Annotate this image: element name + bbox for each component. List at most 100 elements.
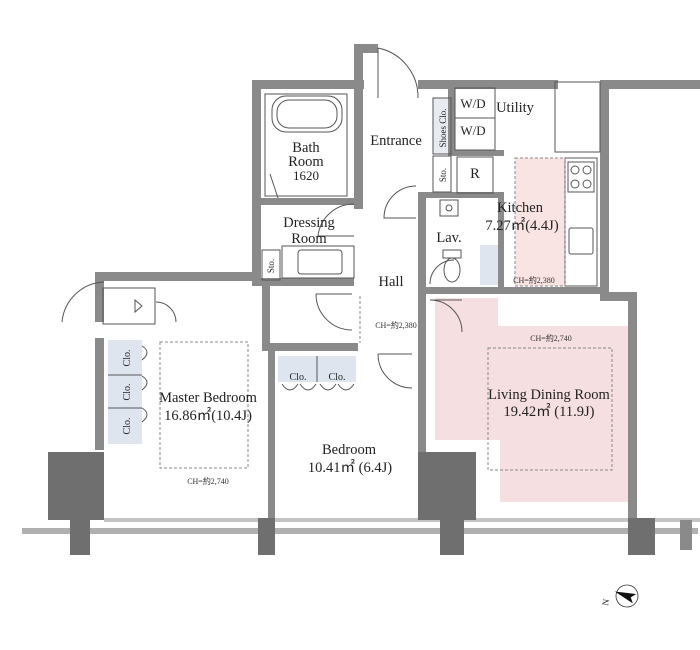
bath-door	[269, 173, 279, 199]
kitchen-ceiling-zone	[514, 157, 566, 287]
wall-ldr-left	[418, 292, 426, 452]
shoes-clo-label: Shoes Clo.	[438, 108, 448, 147]
kitchen-floor-fill	[515, 158, 565, 286]
wall-bath-left	[252, 80, 261, 276]
kitchen-sink	[568, 227, 594, 255]
door-master-swing	[315, 293, 353, 331]
fridge-box	[456, 156, 494, 194]
wall-left-top	[95, 272, 261, 281]
utility-balcony-box	[554, 81, 601, 153]
closet-dividers	[108, 117, 495, 409]
door-lav-swing	[429, 259, 455, 285]
bath-label-line2: Room	[288, 154, 324, 170]
living-ceiling: CH=約2,740	[530, 333, 572, 343]
wall-left-side	[95, 272, 104, 322]
wall-bath-top	[252, 80, 364, 89]
door-left-bay-swing2	[155, 301, 177, 323]
door-hall-swing	[383, 185, 417, 219]
hall-ceiling: CH=約2,380	[375, 320, 417, 330]
entrance-label: Entrance	[370, 133, 422, 149]
living-label: Living Dining Room	[488, 387, 610, 403]
wall-master-right	[262, 286, 270, 350]
burner-3	[570, 179, 580, 189]
bathtub-inner	[276, 99, 338, 129]
lav-sink-bowl	[445, 204, 453, 212]
hall-label: Hall	[379, 274, 404, 290]
door-left-bay-swing	[61, 281, 105, 323]
wall-bath-bottom	[261, 198, 354, 205]
wall-dressing-bottom	[252, 278, 354, 286]
shoes-clo-box	[432, 97, 452, 155]
wall-right-lower	[600, 292, 636, 301]
wall-entrance-top-right	[418, 80, 458, 89]
balcony	[22, 452, 700, 555]
clo-door-2	[281, 383, 355, 391]
outlines	[102, 81, 601, 325]
sto-dressing-label: Sto.	[266, 259, 276, 273]
wall-utility-top	[448, 80, 558, 89]
wall-right-lower-v	[628, 292, 637, 518]
column-left	[48, 452, 104, 555]
lav-sink	[439, 199, 459, 217]
dressing-label-line1: Dressing	[283, 215, 335, 231]
door-bedroom-swing	[377, 353, 413, 389]
column-right	[628, 518, 655, 555]
wall-bedroom-left	[268, 351, 275, 521]
wall-entrance-left	[354, 44, 363, 209]
bedroom-clo-1: Clo.	[290, 372, 307, 383]
bedroom-area: 10.41㎡ (6.4J)	[308, 459, 392, 476]
living-floor-fill	[435, 298, 628, 502]
master-clo-2: Clo.	[122, 384, 133, 401]
walls	[95, 44, 700, 521]
lav-label: Lav.	[436, 230, 461, 246]
wall-lav-right	[498, 195, 504, 287]
bath-size: 1620	[293, 168, 319, 183]
master-clo-3: Clo.	[122, 418, 133, 435]
living-area: 19.42㎡ (11.9J)	[504, 403, 595, 420]
kitchen-ceiling: CH=約2,380	[513, 275, 555, 285]
door-dressing-swing	[317, 203, 355, 237]
compass-needle	[614, 591, 637, 604]
door-ldr-swing	[429, 299, 463, 333]
labels: Bath Room 1620 Entrance Shoes Clo. Sto. …	[122, 96, 611, 486]
wall-kitchen-left	[418, 195, 426, 287]
wall-right-top	[600, 80, 700, 89]
master-bedroom-label: Master Bedroom	[159, 390, 258, 406]
utility-label: Utility	[496, 100, 535, 116]
master-bedroom-area: 16.86㎡(10.4J)	[164, 407, 252, 424]
wd-top-label: W/D	[460, 96, 485, 111]
wd-bottom-label: W/D	[460, 123, 485, 138]
burner-4	[582, 179, 592, 189]
floor-fills	[108, 98, 628, 502]
master-clo-1: Clo.	[122, 350, 133, 367]
wall-utility-bottom	[448, 150, 504, 156]
lav-shower-fill	[480, 245, 498, 285]
clo-door-1	[141, 345, 148, 423]
kitchen-label: Kitchen	[497, 200, 544, 216]
bath-outline	[264, 93, 348, 197]
column-mid	[418, 452, 476, 555]
wall-ldr-top	[418, 287, 600, 294]
living-ceiling-zone	[487, 347, 613, 471]
stove	[567, 161, 595, 193]
kitchen-counter	[564, 157, 598, 287]
door-swings	[61, 47, 463, 423]
sto-dressing-box	[261, 249, 281, 281]
column-far-right	[680, 520, 692, 550]
master-ceiling-zone	[159, 341, 249, 469]
dressing-label-line2: Room	[291, 231, 327, 247]
bedroom-label: Bedroom	[322, 442, 377, 458]
shoes-clo-fill	[433, 98, 451, 154]
closet-fill-1	[108, 340, 142, 444]
bathtub	[271, 95, 343, 133]
toilet-tank	[442, 249, 462, 259]
wall-hall-bedroom-top	[262, 343, 358, 351]
left-bay-arrow	[134, 298, 143, 314]
dressing-sink	[297, 249, 343, 275]
left-bay	[102, 287, 156, 325]
compass-label: N	[600, 598, 611, 607]
balcony-rail	[22, 528, 698, 534]
dashed-zones	[159, 157, 613, 471]
wall-lav-top	[418, 192, 504, 198]
